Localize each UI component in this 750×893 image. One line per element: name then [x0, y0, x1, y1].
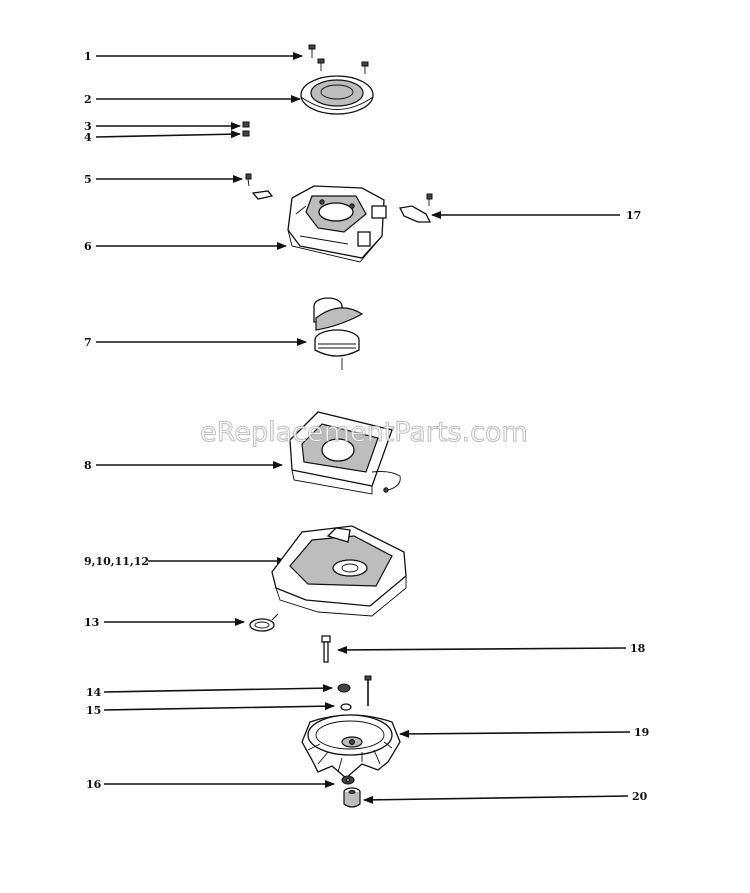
part-7-armature	[313, 297, 364, 370]
part-6-motor-housing	[287, 185, 387, 263]
callout-13: 13	[84, 616, 99, 629]
watermark: eReplacementParts.com	[200, 417, 528, 448]
callout-4: 4	[84, 131, 92, 144]
part-19-fan	[301, 714, 401, 779]
callout-15: 15	[86, 704, 101, 717]
part-1-screws	[308, 44, 369, 74]
leader-arrows	[95, 52, 631, 804]
callout-6: 6	[84, 240, 92, 253]
part-17-brush-holder	[399, 193, 433, 223]
part-18-bolt	[321, 635, 331, 663]
part-20-spacer	[343, 787, 361, 808]
leader-19	[399, 729, 631, 738]
part-14-15-nut-washer	[337, 675, 372, 711]
callout-2: 2	[84, 93, 92, 106]
callout-20: 20	[632, 790, 648, 803]
part-8-field-assembly	[289, 411, 401, 495]
callout-5: 5	[84, 173, 92, 186]
leader-14	[103, 684, 333, 693]
callout-1: 1	[84, 50, 92, 63]
callout-18: 18	[630, 642, 646, 655]
callout-8: 8	[84, 459, 92, 472]
leader-18	[337, 645, 627, 654]
callout-16: 16	[86, 778, 102, 791]
leader-15	[103, 702, 335, 711]
callout-7: 7	[84, 336, 92, 349]
callout-19: 19	[634, 726, 649, 739]
part-5-screw-brush	[245, 173, 274, 200]
part-3-4-nuts	[242, 121, 250, 137]
callout-9-10-11-12: 9,10,11,12	[84, 555, 149, 568]
leader-4	[95, 130, 241, 139]
callout-labels: 1 2 3 4 5 6 7 8 9,10,11,12 13 14 15 16 1…	[84, 50, 649, 803]
part-2-cover-plate	[300, 75, 374, 115]
callout-14: 14	[86, 686, 102, 699]
part-16-washer	[341, 775, 355, 785]
callout-3: 3	[84, 120, 92, 133]
part-13-ring	[249, 613, 279, 632]
leader-20	[363, 795, 629, 804]
part-9-12-base	[271, 525, 407, 617]
callout-17: 17	[626, 209, 641, 222]
